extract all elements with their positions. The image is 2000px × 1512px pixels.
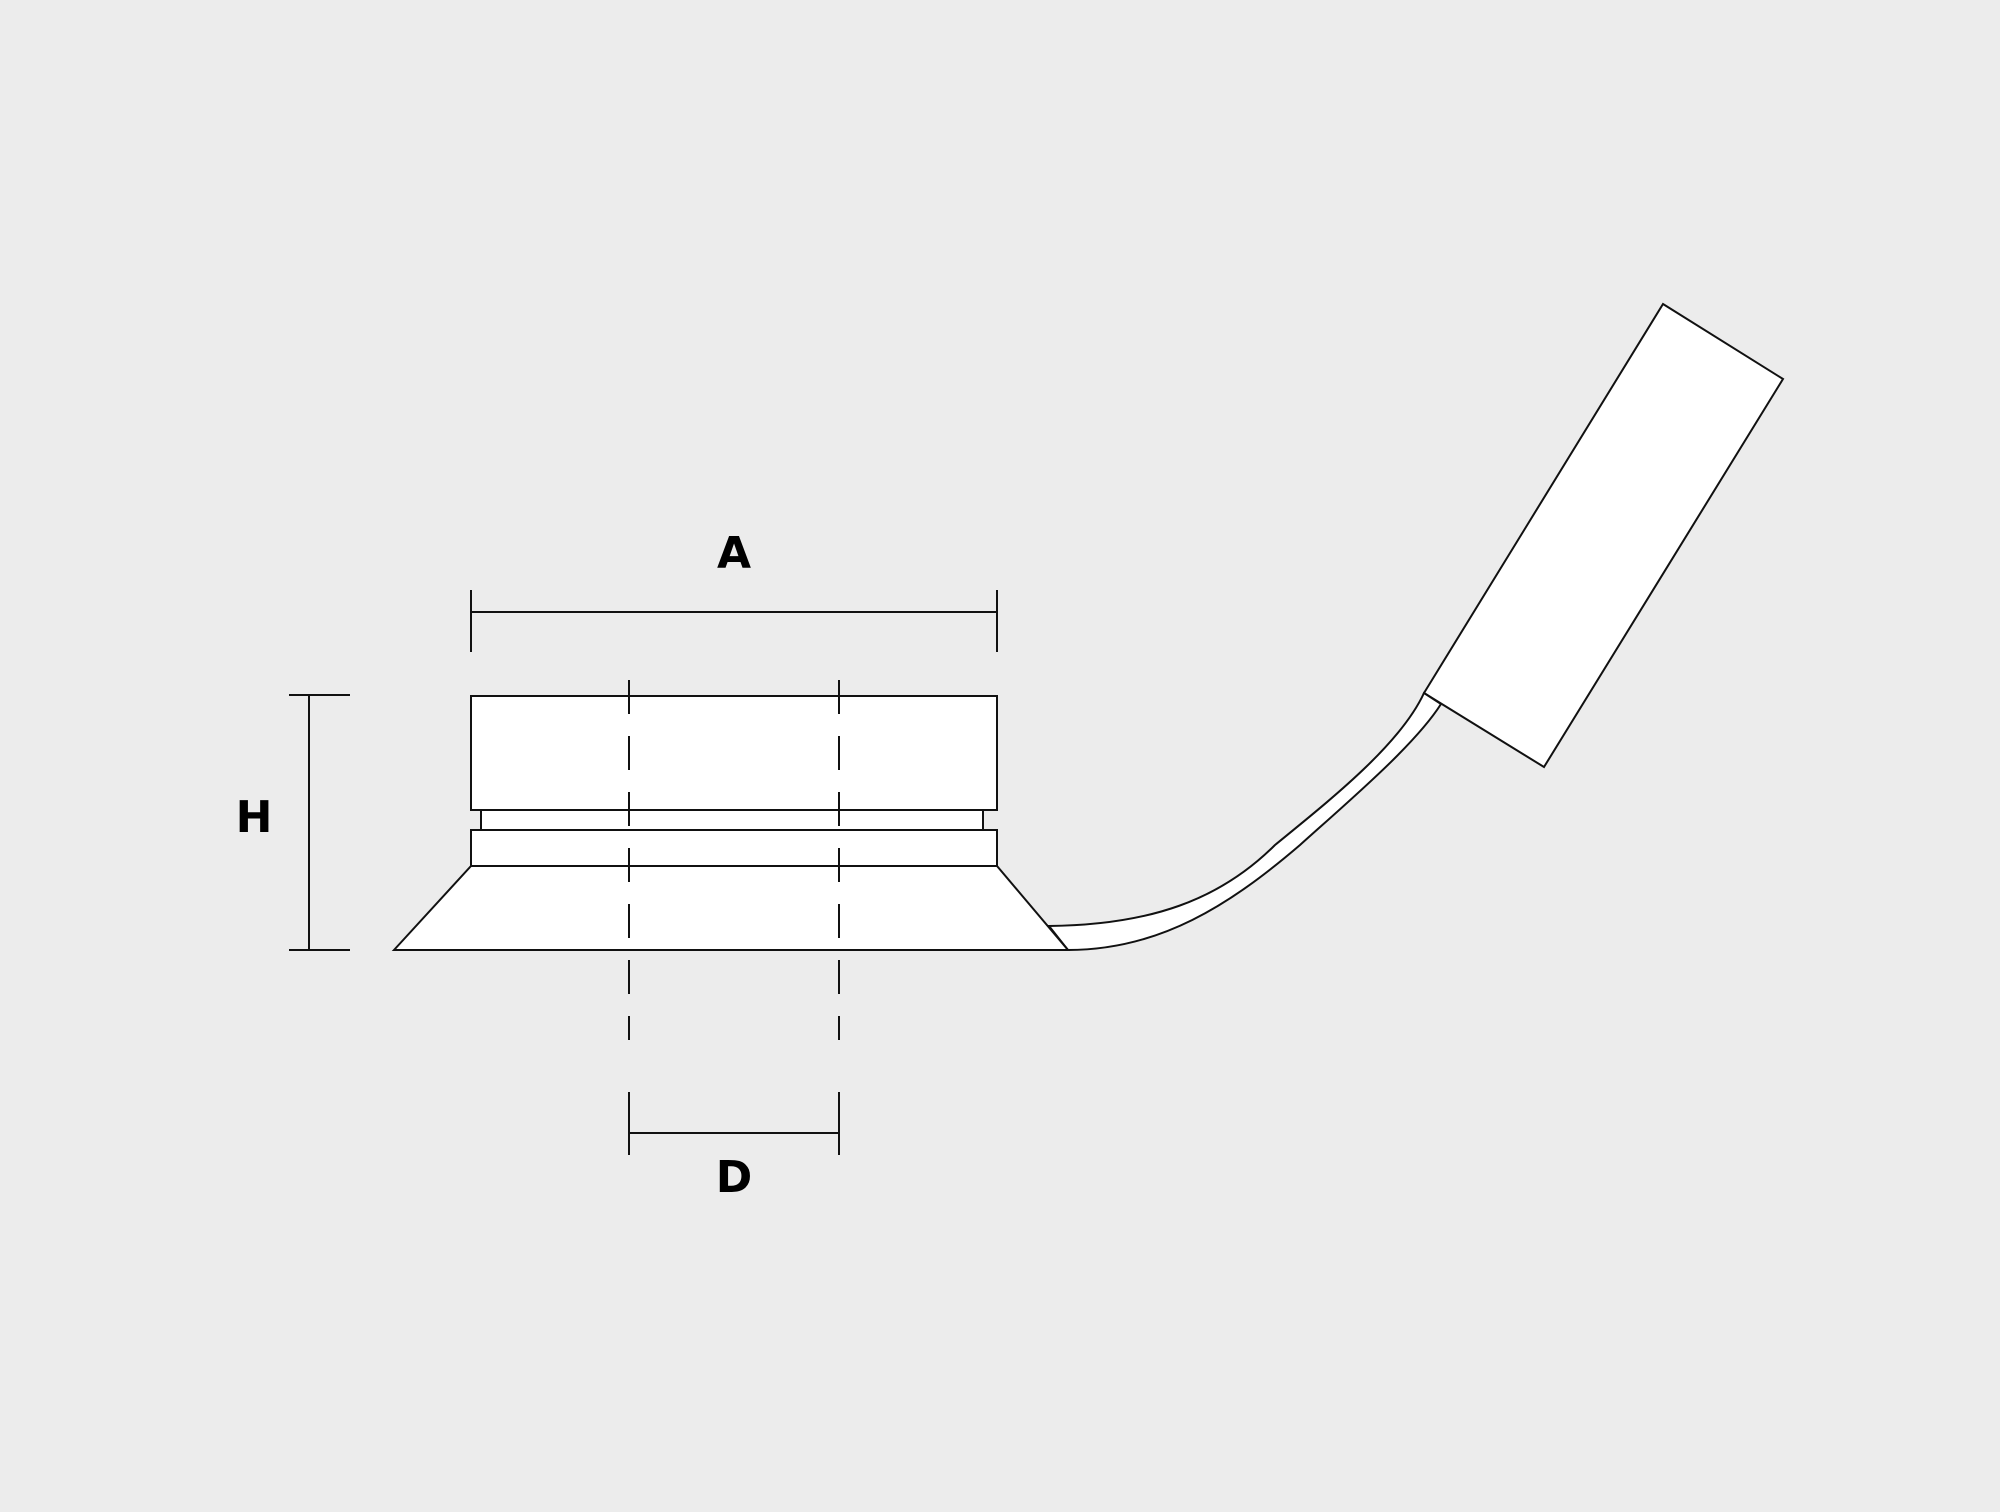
lower-band — [470, 829, 998, 867]
dimension-a-label: A — [717, 528, 751, 579]
top-body — [470, 695, 998, 811]
dimension-h: H — [236, 694, 350, 951]
dimension-d: D — [628, 1092, 840, 1203]
handle-grip — [1422, 302, 1785, 769]
dimension-d-label: D — [716, 1152, 753, 1203]
dimension-a: A — [470, 528, 998, 652]
handle-arm — [1046, 691, 1443, 952]
cup-base — [391, 865, 1071, 951]
dimension-h-label: H — [236, 792, 273, 843]
groove-ring — [480, 809, 984, 831]
